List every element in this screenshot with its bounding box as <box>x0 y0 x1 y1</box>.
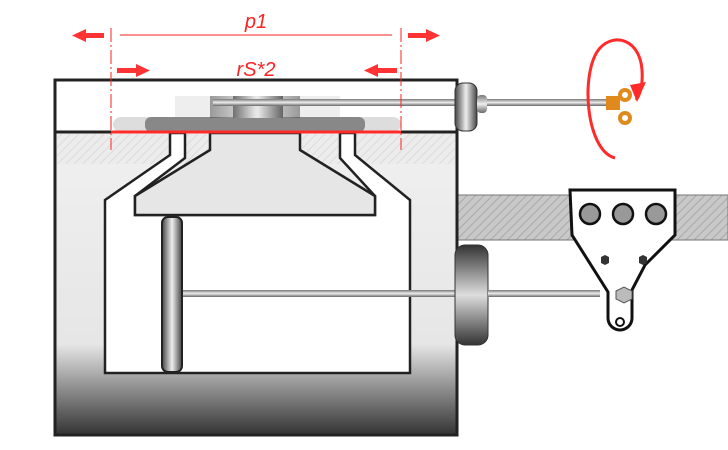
arrow-outward-right <box>408 29 440 42</box>
arrow-inward-left <box>117 64 150 77</box>
piston-rod <box>180 290 490 297</box>
hex-bolt-icon <box>601 255 609 265</box>
winding-key-icon[interactable] <box>606 88 632 125</box>
arrow-outward-left <box>72 29 104 42</box>
arrow-inward-right <box>364 64 397 77</box>
bracket-hole-3 <box>644 202 668 226</box>
label-p1: p1 <box>244 11 267 33</box>
funnel-piston <box>133 131 377 217</box>
screw-rod <box>213 99 613 106</box>
bracket-hole-2 <box>611 202 635 226</box>
bracket-hole-1 <box>578 202 602 226</box>
rod-to-bracket <box>488 290 600 297</box>
piston-disc <box>161 216 183 373</box>
side-cylinder <box>454 244 489 346</box>
hex-bolt-icon <box>639 255 647 265</box>
hex-bolt-icon <box>615 286 633 304</box>
top-knob <box>454 82 478 132</box>
bracket-plate <box>568 188 677 332</box>
label-rs2: rS*2 <box>237 59 276 81</box>
